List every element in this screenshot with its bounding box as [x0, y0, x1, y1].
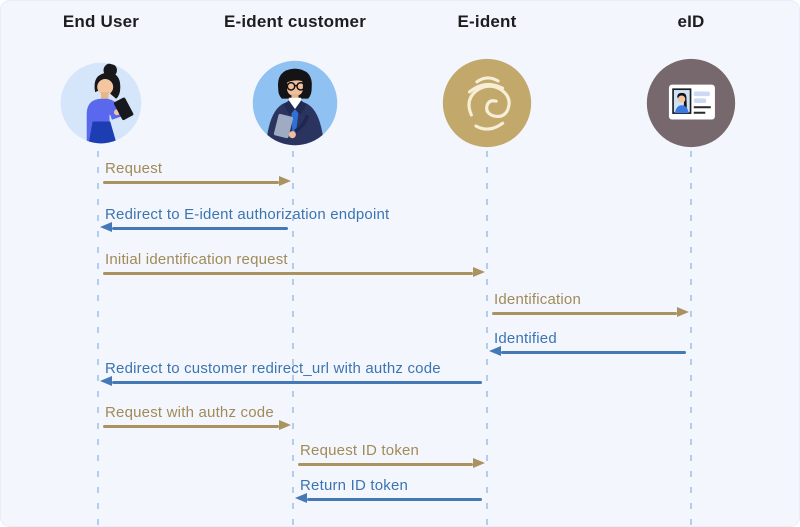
message-arrowhead — [295, 493, 307, 503]
message-arrowhead — [677, 307, 689, 317]
message-label: Identified — [494, 330, 557, 347]
actor-label-eid: eID — [677, 12, 705, 31]
actor-label-end-user: End User — [62, 12, 140, 31]
message-arrow-line — [103, 425, 279, 428]
lifeline-e-ident-customer — [292, 151, 294, 526]
message-arrowhead — [473, 458, 485, 468]
message-arrow-line — [307, 498, 482, 501]
message-arrow-line — [112, 381, 482, 384]
message-arrow-line — [103, 181, 279, 184]
message-label: Request — [105, 160, 163, 177]
message-label: Identification — [494, 291, 582, 308]
id-card-icon — [646, 58, 736, 148]
message-arrow-line — [112, 227, 288, 230]
message-arrowhead — [100, 222, 112, 232]
fingerprint-icon — [442, 58, 532, 148]
message-arrow-line — [492, 312, 677, 315]
message-arrowhead — [279, 420, 291, 430]
message-arrowhead — [100, 376, 112, 386]
end-user-avatar — [59, 61, 143, 145]
eid-avatar — [645, 57, 737, 149]
message-label: Return ID token — [300, 477, 409, 494]
message-label: Redirect to E-ident authorization endpoi… — [105, 206, 390, 223]
lifeline-e-ident — [486, 151, 488, 526]
message-arrowhead — [279, 176, 291, 186]
message-arrowhead — [473, 267, 485, 277]
e-ident-customer-avatar — [251, 59, 339, 147]
lifeline-eid — [690, 151, 692, 526]
message-label: Request ID token — [300, 442, 420, 459]
woman-with-tablet-icon — [60, 62, 142, 144]
actor-label-e-ident: E-ident — [457, 12, 517, 31]
e-ident-avatar — [441, 57, 533, 149]
message-arrow-line — [103, 272, 473, 275]
message-label: Redirect to customer redirect_url with a… — [105, 360, 441, 377]
lifeline-end-user — [97, 151, 99, 526]
actor-label-e-ident-customer: E-ident customer — [223, 12, 367, 31]
message-arrowhead — [489, 346, 501, 356]
message-arrow-line — [298, 463, 473, 466]
message-arrow-line — [501, 351, 686, 354]
message-label: Initial identification request — [105, 251, 288, 268]
message-label: Request with authz code — [105, 404, 274, 421]
man-in-suit-icon — [252, 60, 338, 146]
